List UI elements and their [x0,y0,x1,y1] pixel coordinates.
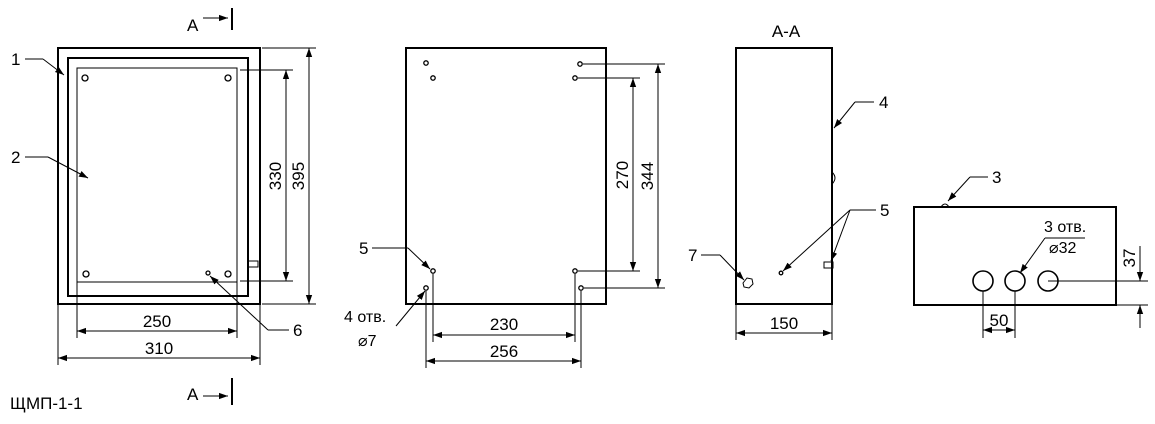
side-callout-5: 5 [880,201,889,220]
back-hole [577,61,583,67]
side-hole [778,270,784,276]
model-name: ЩМП-1-1 [10,394,83,413]
back-hole [423,60,429,66]
dim-344: 344 [638,162,657,190]
callout-6: 6 [293,321,302,340]
dim-50: 50 [990,311,1009,330]
holes-note-3: 3 отв. [1044,219,1086,236]
dim-230: 230 [490,315,518,334]
section-view-title: А-А [772,22,801,41]
dim-395: 395 [289,162,308,190]
back-hole [423,285,429,291]
back-hole [578,285,584,291]
callout-2: 2 [11,148,20,167]
gland-hole [972,270,994,292]
front-view: 1 2 6 330 395 250 310 [11,47,316,365]
callout-4: 4 [879,93,888,112]
holes-note-4: 4 отв. [344,309,386,326]
holes-diameter-7: ⌀7 [358,333,377,350]
dim-150: 150 [770,314,798,333]
back-hole [430,75,436,81]
panel-hole [224,270,232,278]
dim-310: 310 [145,339,173,358]
section-label-top: А [187,16,199,35]
back-view: 270 344 230 256 5 4 отв. ⌀7 [344,47,665,368]
side-hinge [823,261,834,269]
front-door [67,57,249,297]
back-hole [572,75,578,81]
grounding-nut [742,277,754,289]
panel-hole [82,270,90,278]
dim-37: 37 [1120,249,1139,268]
section-label-bottom: А [187,385,199,404]
panel-hole [81,74,89,82]
section-mark-bottom: А [187,378,233,405]
dim-256: 256 [490,342,518,361]
dim-330: 330 [266,162,285,190]
front-mounting-panel [76,67,238,283]
callout-3: 3 [992,168,1001,187]
dim-270: 270 [613,161,632,189]
side-outer-frame [735,47,833,305]
side-handle [831,171,836,185]
front-outer-frame [57,47,261,305]
back-callout-5: 5 [359,239,368,258]
gland-hole [1004,270,1026,292]
back-hole [572,268,578,274]
back-hole [430,268,436,274]
section-mark-top: А [187,8,233,35]
bottom-bump [940,203,950,208]
door-hinge [247,260,259,268]
bottom-view: 3 3 отв. ⌀32 50 37 [913,168,1148,338]
callout-1: 1 [11,50,20,69]
back-outer-frame [405,47,607,305]
side-view: А-А 4 5 7 150 [688,22,889,340]
holes-diameter-32: ⌀32 [1049,240,1077,257]
lock-hole [205,270,211,276]
callout-7: 7 [688,246,697,265]
panel-hole [224,74,232,82]
dim-250: 250 [143,312,171,331]
